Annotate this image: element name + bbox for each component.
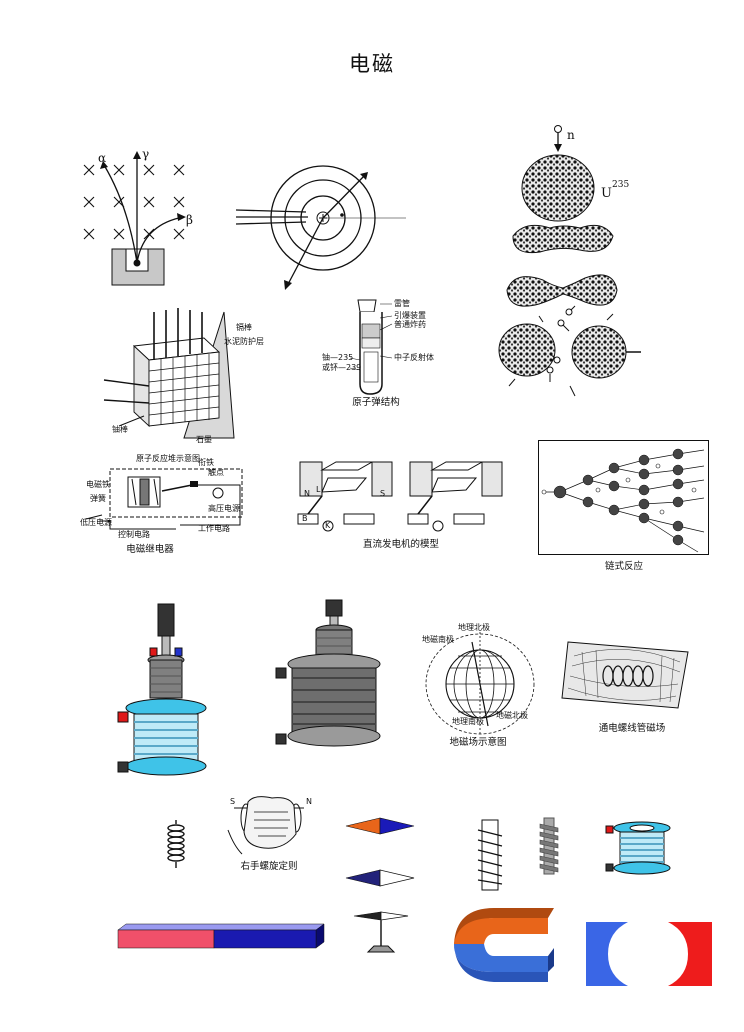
compass-needle-bottom [344,868,416,888]
compass-needle-top [344,816,416,836]
generator-caption: 直流发电机的模型 [362,539,439,550]
relay-label-high-voltage: 高压电源 [208,504,240,513]
bomb-label-reflector: 中子反射体 [394,353,434,362]
compass-stand-svg [353,911,409,953]
magnetic-field-crosses [83,164,185,240]
compass-needle-bottom-svg [345,869,415,887]
horseshoe-magnet-svg [454,908,554,982]
relay-label-armature: 衔铁 [198,458,214,467]
reactor-svg [103,308,235,439]
bomb-label-detonator: 雷管 [394,299,410,308]
reactor-label-graphite: 石墨 [196,435,212,444]
compass-needle-top-svg [345,817,415,835]
solenoid-field-svg [561,641,689,709]
particle-orbit-diagram [235,160,411,290]
pole-pieces-svg [586,922,712,986]
earth-label-mag-south: 地磁南极 [422,635,454,644]
cyan-solenoid-with-core [112,598,222,790]
earth-label-geo-north: 地理北极 [458,623,490,632]
earth-field-svg [425,632,535,736]
reactor-label-uranium-rod: 铀棒 [112,425,128,434]
right-hand-letter-n: N [306,797,312,806]
fission-diagram: n U 235 [495,124,645,399]
generator-right [407,461,503,532]
relay-label-low-voltage: 低压电源 [80,518,112,527]
solenoid-field-caption: 通电螺线管磁场 [598,723,666,734]
earth-label-geo-south: 地理南极 [452,717,484,726]
reactor-label-concrete: 水泥防护层 [224,337,264,346]
bomb-label-trigger: 引爆装置 [394,311,426,320]
beta-label: β [186,213,193,227]
horseshoe-magnet [452,904,558,988]
chain-reaction-caption: 链式反应 [604,561,643,572]
bomb-label-u235: 铀—235 [322,353,354,362]
radiation-deflection-svg [83,151,186,286]
right-hand-rule-diagram: S N 右手螺旋定则 [224,794,314,872]
spring-svg [167,820,185,868]
generator-diagram: N S L B K 直流发电机的模型 [296,456,506,551]
bomb-label-pu239: 或钚—239 [322,363,362,372]
page-title: 电磁 [349,52,395,76]
generator-letter-l: L [316,485,321,494]
relay-label-spring: 弹簧 [90,494,106,503]
relay-caption: 电磁继电器 [126,544,174,555]
small-cyan-coil [604,818,676,878]
spring-coil [164,818,188,870]
earth-field-caption: 地磁场示意图 [449,737,507,748]
fission-svg [498,125,641,397]
generator-letter-s: S [380,489,386,498]
relay-diagram: 原子反应堆示意图 电磁铁 弹簧 触点 衔铁 低压电源 高压电源 工作电路 控制电… [80,455,250,555]
relay-svg [85,468,243,530]
cyan-solenoid-svg [117,603,207,776]
relay-label-electromagnet: 电磁铁 [86,480,110,489]
reactor-diagram: 镉棒 水泥防护层 铀棒 石墨 [103,308,274,448]
generator-left [297,461,393,532]
helix-tube [477,818,503,892]
relay-label-control-circuit: 控制电路 [118,530,150,539]
gamma-label: γ [142,147,150,161]
small-cyan-coil-svg [605,821,671,875]
uranium-mass-label: 235 [612,180,630,190]
helix-tube-svg [477,819,503,891]
right-hand-letter-s: S [230,797,236,806]
threaded-rod-svg [539,817,559,875]
generator-svg [297,461,503,532]
atomic-bomb-diagram: 雷管 引爆装置 普通炸药 铀—235 或钚—239 中子反射体 原子弹结构 [322,294,452,410]
right-hand-svg [227,796,304,855]
threaded-rod [536,816,562,876]
bar-magnet [117,922,326,950]
chain-reaction-diagram: 链式反应 [538,440,710,572]
relay-label-contact: 触点 [208,468,224,477]
generator-letter-k: K [325,521,331,530]
right-hand-caption: 右手螺旋定则 [240,861,298,872]
relay-label-work-circuit: 工作电路 [198,524,230,533]
gray-solenoid-svg [275,599,381,747]
solenoid-field-diagram: 通电螺线管磁场 [561,636,694,736]
radiation-deflection-diagram: α γ β [78,145,198,290]
atomic-bomb-svg [349,299,393,395]
generator-letter-n: N [304,489,310,498]
compass-on-stand [352,910,410,956]
uranium-label: U [601,186,612,201]
alpha-label: α [98,151,107,165]
pole-pieces [586,922,712,986]
reactor-label-cadmium-rod: 镉棒 [236,323,252,332]
bar-magnet-svg [117,923,325,949]
relay-header: 原子反应堆示意图 [136,454,200,463]
chain-reaction-svg [538,440,709,555]
earth-magnetic-field-diagram: 地理北极 地磁南极 地理南极 地磁北极 地磁场示意图 [418,620,538,748]
atomic-bomb-caption: 原子弹结构 [352,397,400,408]
bomb-label-explosive: 普通炸药 [394,320,426,329]
generator-letter-b: B [302,514,308,523]
orbit-svg [235,165,406,290]
gray-solenoid-with-core [272,598,392,758]
earth-label-mag-north: 地磁北极 [496,711,528,720]
neutron-label: n [567,128,575,142]
